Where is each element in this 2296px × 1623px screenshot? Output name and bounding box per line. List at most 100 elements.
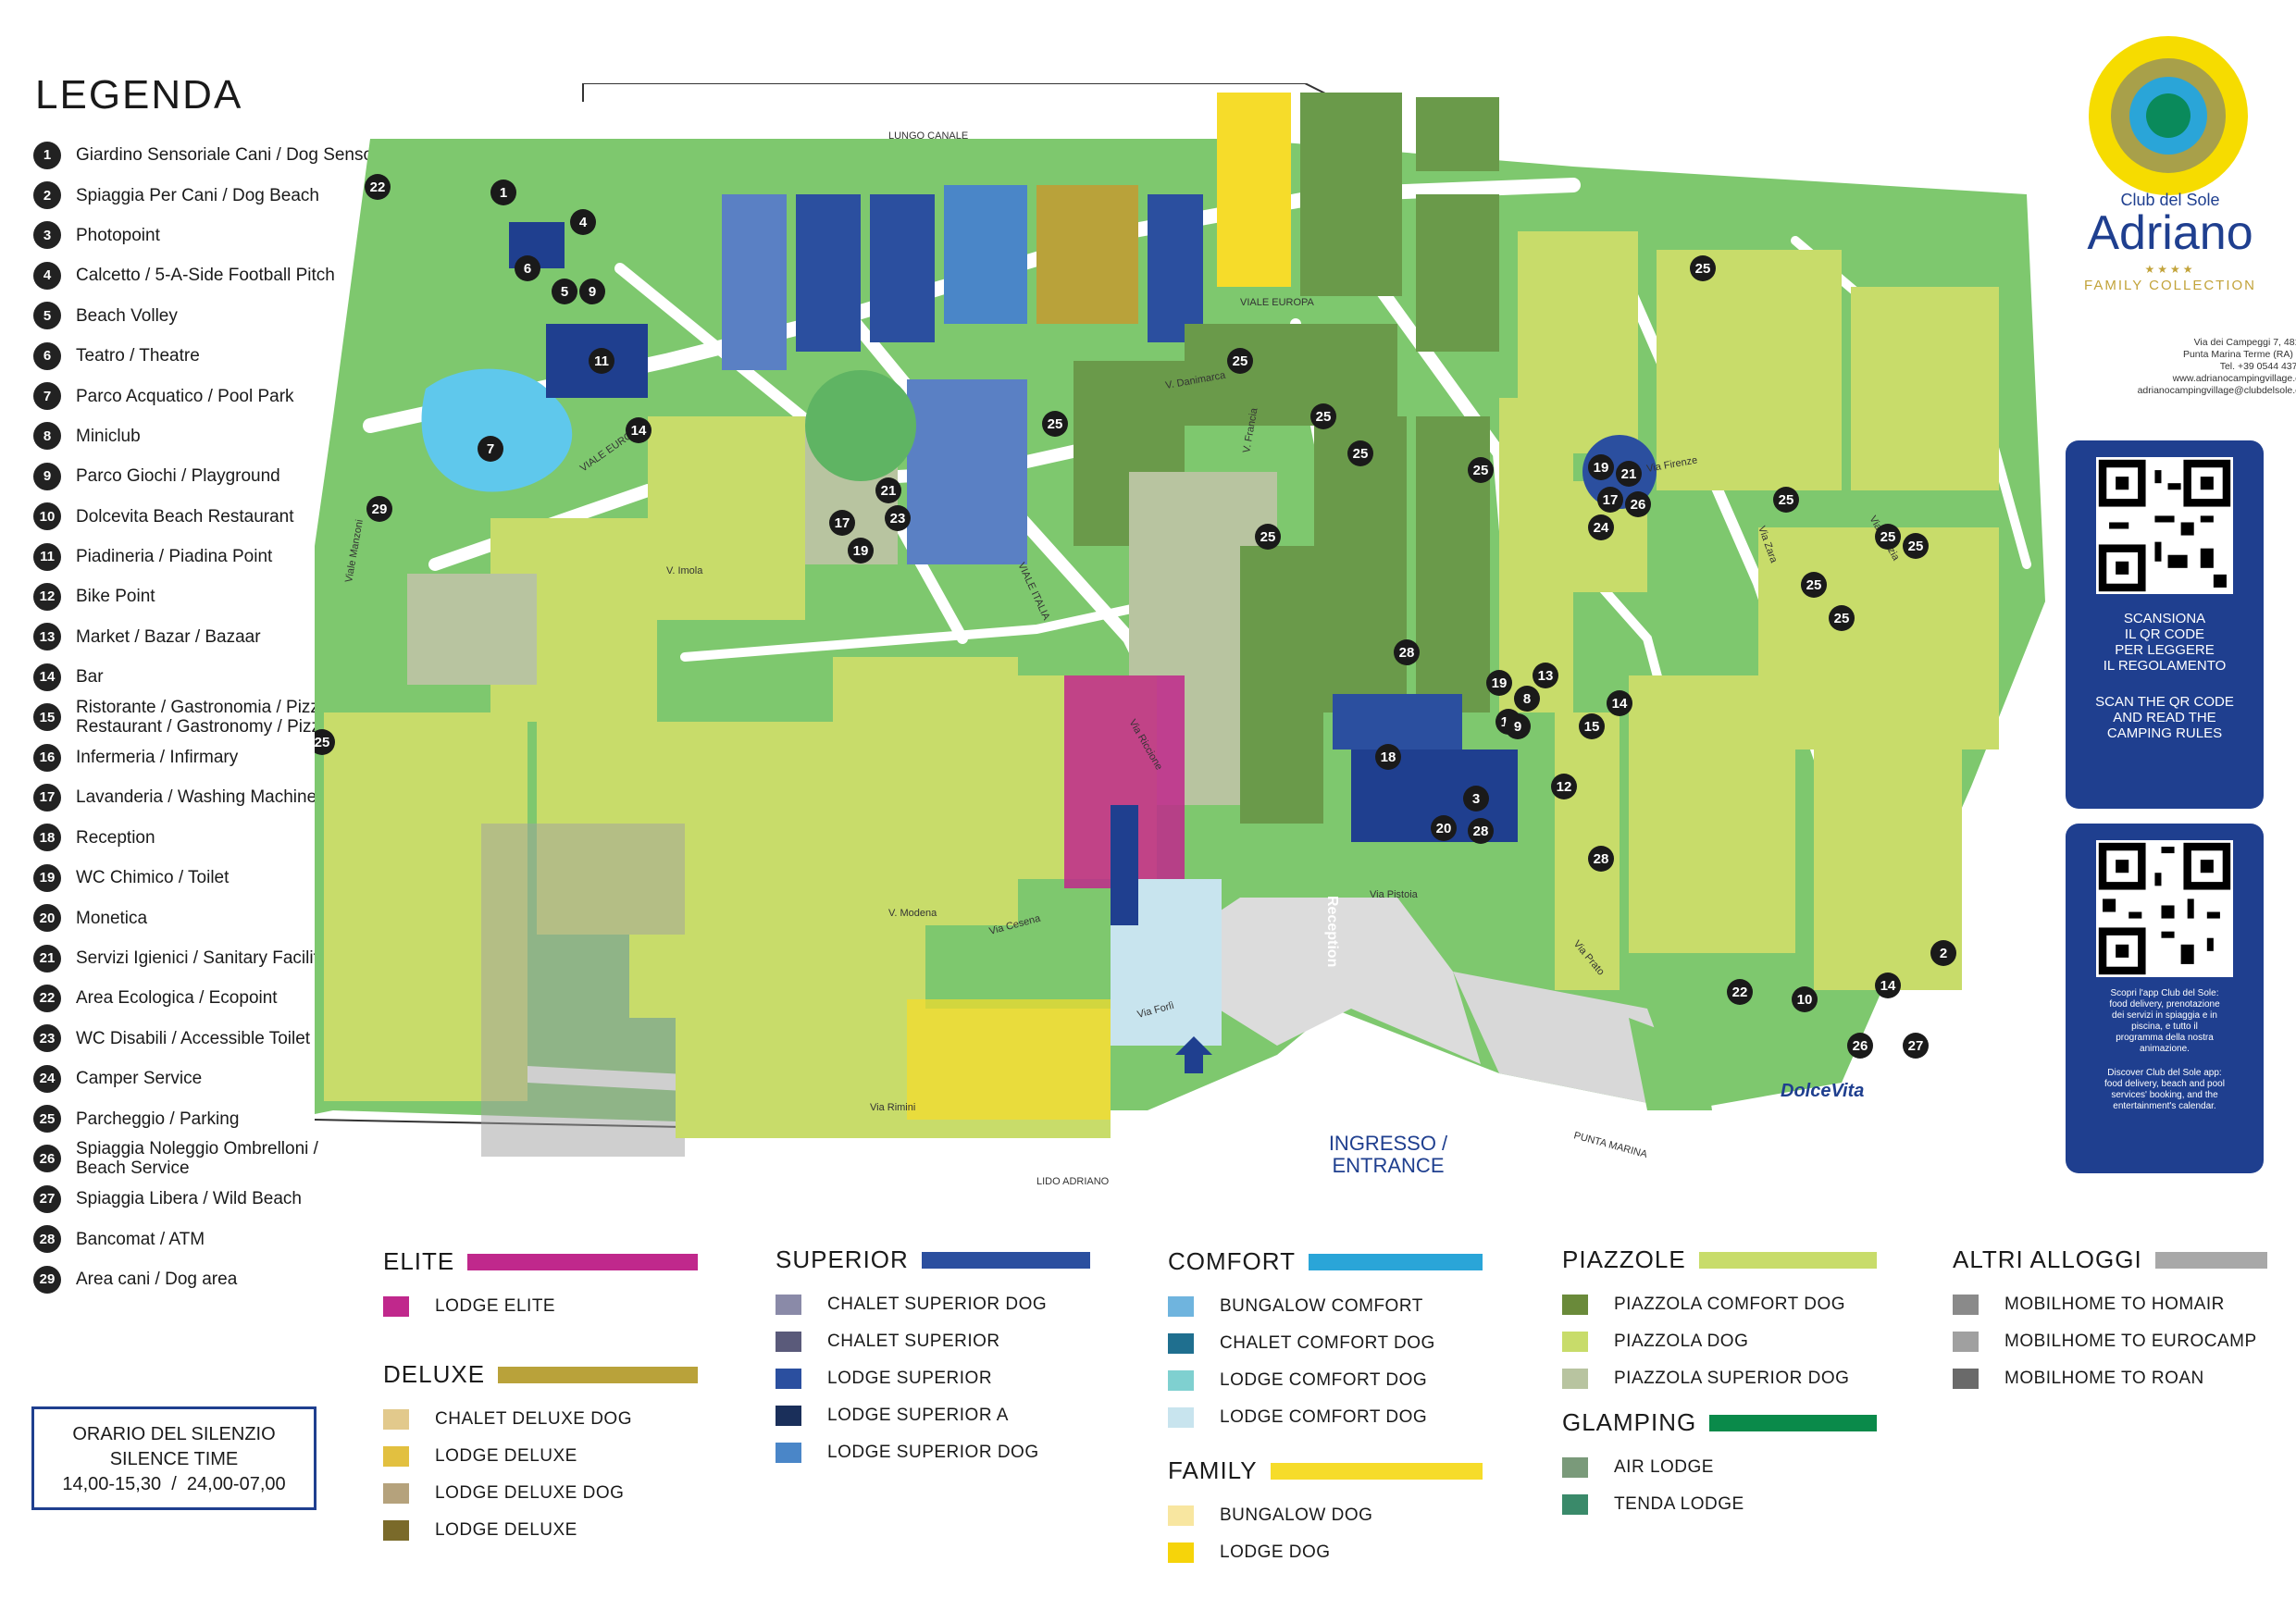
poi-marker-25[interactable]: 25 xyxy=(1903,533,1929,559)
qr-app-card[interactable]: Scopri l'app Club del Sole: food deliver… xyxy=(2066,824,2264,1173)
poi-marker-1[interactable]: 1 xyxy=(490,180,516,205)
poi-marker-25[interactable]: 25 xyxy=(1310,403,1336,429)
poi-number: 25 xyxy=(1353,446,1369,462)
category-swatch xyxy=(383,1483,409,1504)
poi-marker-25[interactable]: 25 xyxy=(1468,457,1494,483)
poi-marker-10[interactable]: 10 xyxy=(1792,986,1818,1012)
poi-marker-6[interactable]: 6 xyxy=(515,255,540,281)
category-item: AIR LODGE xyxy=(1562,1457,1877,1478)
poi-number: 17 xyxy=(1603,492,1619,508)
poi-marker-28[interactable]: 28 xyxy=(1468,818,1494,844)
poi-marker-28[interactable]: 28 xyxy=(1394,639,1420,665)
poi-marker-14[interactable]: 14 xyxy=(626,417,652,443)
poi-marker-11[interactable]: 11 xyxy=(589,348,614,374)
ecopoint-south xyxy=(1629,1018,1712,1110)
sanitary-area xyxy=(805,370,916,481)
poi-marker-25[interactable]: 25 xyxy=(1255,524,1281,550)
svg-text:LUNGO CANALE: LUNGO CANALE xyxy=(888,130,968,142)
poi-circle xyxy=(848,538,874,564)
poi-marker-25[interactable]: 25 xyxy=(1227,348,1253,374)
poi-marker-7[interactable]: 7 xyxy=(478,436,503,462)
poi-number: 9 xyxy=(1514,719,1521,735)
reception-label[interactable]: Reception xyxy=(1324,896,1340,968)
poi-marker-15[interactable]: 15 xyxy=(1579,713,1605,739)
category-title: DELUXE xyxy=(383,1360,486,1388)
poi-marker-26[interactable]: 26 xyxy=(1847,1033,1873,1059)
legend-label: Dolcevita Beach Restaurant xyxy=(76,506,294,527)
legend-number: 5 xyxy=(33,302,61,330)
poi-marker-20[interactable]: 20 xyxy=(1431,815,1457,841)
category-swatch xyxy=(383,1296,409,1317)
poi-number: 19 xyxy=(1594,460,1609,476)
category-item-label: LODGE COMFORT DOG xyxy=(1220,1407,1428,1427)
poi-number: 25 xyxy=(315,735,329,750)
poi-marker-19[interactable]: 19 xyxy=(848,538,874,564)
legend-label: Piadineria / Piadina Point xyxy=(76,547,273,567)
category-swatch xyxy=(1953,1332,1979,1352)
legend-label: Bar xyxy=(76,667,104,688)
category-item-label: MOBILHOME TO EUROCAMP xyxy=(2004,1332,2257,1351)
poi-marker-22[interactable]: 22 xyxy=(1727,979,1753,1005)
poi-marker-18[interactable]: 18 xyxy=(1375,744,1401,770)
qr-rules-card[interactable]: SCANSIONA IL QR CODE PER LEGGERE IL REGO… xyxy=(2066,440,2264,809)
poi-marker-25[interactable]: 25 xyxy=(1829,605,1855,631)
qr-code-app-icon[interactable] xyxy=(2096,840,2233,977)
poi-marker-22[interactable]: 22 xyxy=(365,174,391,200)
legend-number: 29 xyxy=(33,1265,61,1294)
poi-marker-12[interactable]: 12 xyxy=(1551,774,1577,799)
poi-marker-9[interactable]: 9 xyxy=(1505,713,1531,739)
poi-marker-27[interactable]: 27 xyxy=(1903,1033,1929,1059)
legend-number: 10 xyxy=(33,502,61,531)
poi-marker-21[interactable]: 21 xyxy=(875,477,901,503)
legend-number: 7 xyxy=(33,382,61,411)
category-title: ALTRI ALLOGGI xyxy=(1953,1245,2142,1273)
poi-marker-25[interactable]: 25 xyxy=(1042,411,1068,437)
poi-marker-26[interactable]: 26 xyxy=(1625,491,1651,517)
poi-circle xyxy=(1829,605,1855,631)
poi-marker-13[interactable]: 13 xyxy=(1533,663,1558,688)
poi-marker-21[interactable]: 21 xyxy=(1616,461,1642,487)
qr-code-rules-icon[interactable] xyxy=(2096,457,2233,594)
poi-marker-17[interactable]: 17 xyxy=(1597,487,1623,513)
poi-marker-5[interactable]: 5 xyxy=(552,279,577,304)
poi-marker-19[interactable]: 19 xyxy=(1588,454,1614,480)
poi-marker-24[interactable]: 24 xyxy=(1588,514,1614,540)
category-swatch xyxy=(776,1443,801,1463)
poi-marker-25[interactable]: 25 xyxy=(1347,440,1373,466)
category-swatch xyxy=(776,1332,801,1352)
svg-text:Via Pistoia: Via Pistoia xyxy=(1370,889,1419,900)
campsite-map[interactable]: LUNGO CANALE LIDO ADRIANO PUNTA MARINA V… xyxy=(315,83,2064,1221)
poi-marker-14[interactable]: 14 xyxy=(1875,973,1901,998)
poi-number: 5 xyxy=(561,284,568,300)
poi-circle xyxy=(589,348,614,374)
poi-marker-8[interactable]: 8 xyxy=(1514,686,1540,712)
category-item: LODGE DELUXE DOG xyxy=(383,1483,698,1504)
poi-circle xyxy=(1347,440,1373,466)
poi-marker-17[interactable]: 17 xyxy=(829,510,855,536)
poi-marker-14[interactable]: 14 xyxy=(1607,690,1632,716)
poi-marker-2[interactable]: 2 xyxy=(1930,940,1956,966)
poi-marker-25[interactable]: 25 xyxy=(1773,487,1799,513)
poi-marker-25[interactable]: 25 xyxy=(1801,572,1827,598)
poi-marker-25[interactable]: 25 xyxy=(315,729,335,755)
parking-area xyxy=(1185,898,1481,1064)
poi-number: 26 xyxy=(1631,497,1646,513)
poi-marker-28[interactable]: 28 xyxy=(1588,846,1614,872)
poi-marker-3[interactable]: 3 xyxy=(1463,786,1489,812)
category-swatch xyxy=(776,1369,801,1389)
poi-circle xyxy=(1533,663,1558,688)
poi-circle xyxy=(1310,403,1336,429)
poi-number: 25 xyxy=(1695,261,1711,277)
silence-subtitle: SILENCE TIME xyxy=(109,1449,239,1469)
poi-marker-23[interactable]: 23 xyxy=(885,505,911,531)
poi-marker-25[interactable]: 25 xyxy=(1690,255,1716,281)
poi-marker-25[interactable]: 25 xyxy=(1875,524,1901,550)
category-header: ELITE xyxy=(383,1247,698,1276)
poi-marker-4[interactable]: 4 xyxy=(570,209,596,235)
category-color-bar xyxy=(1308,1253,1483,1270)
poi-marker-29[interactable]: 29 xyxy=(366,496,392,522)
poi-marker-19[interactable]: 19 xyxy=(1486,670,1512,696)
poi-marker-9[interactable]: 9 xyxy=(579,279,605,304)
